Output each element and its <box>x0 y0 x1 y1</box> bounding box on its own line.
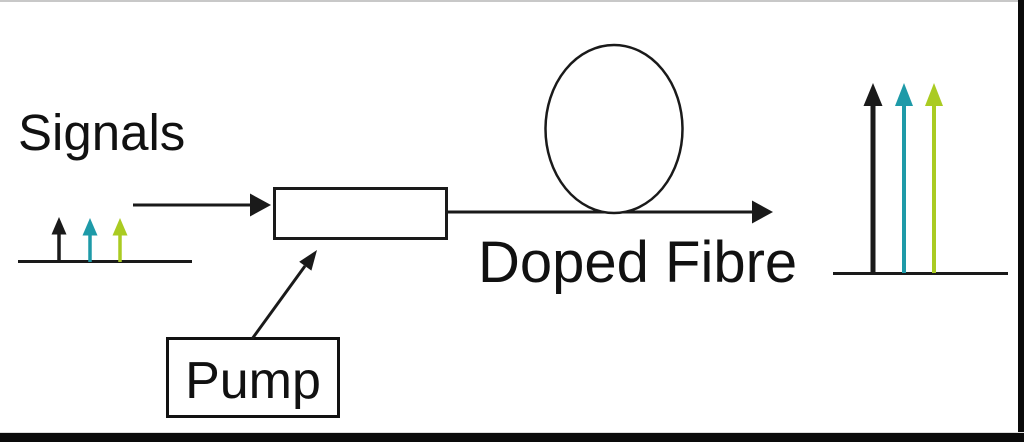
top-border-line <box>0 0 1024 2</box>
input-signal-spectrum <box>18 217 192 263</box>
output-signal-arrow-3-head <box>925 83 943 106</box>
input-signal-arrow-1-head <box>51 217 67 235</box>
fibre-coil-ellipse <box>544 43 684 215</box>
input-signal-arrow-2-head <box>82 218 98 236</box>
pump-arrow-line <box>250 265 307 340</box>
output-signal-arrow-1-head <box>863 83 883 106</box>
coupler-box <box>273 187 448 240</box>
doped-fibre-label: Doped Fibre <box>478 230 798 295</box>
bottom-border-line <box>0 432 1024 442</box>
pump-label: Pump <box>185 351 321 410</box>
input-signal-arrow-3-head <box>112 218 128 236</box>
input-flow-arrowhead <box>250 193 271 217</box>
output-signal-spectrum <box>833 83 1008 275</box>
output-flow-arrowhead <box>752 200 773 224</box>
input-flow-arrow <box>133 193 271 217</box>
output-signal-arrow-2-head <box>895 83 913 106</box>
right-border-line <box>1018 0 1024 442</box>
signals-label: Signals <box>18 104 186 161</box>
pump-arrowhead <box>299 250 317 271</box>
pump-box: Pump <box>166 337 340 418</box>
pump-arrow <box>250 250 317 340</box>
